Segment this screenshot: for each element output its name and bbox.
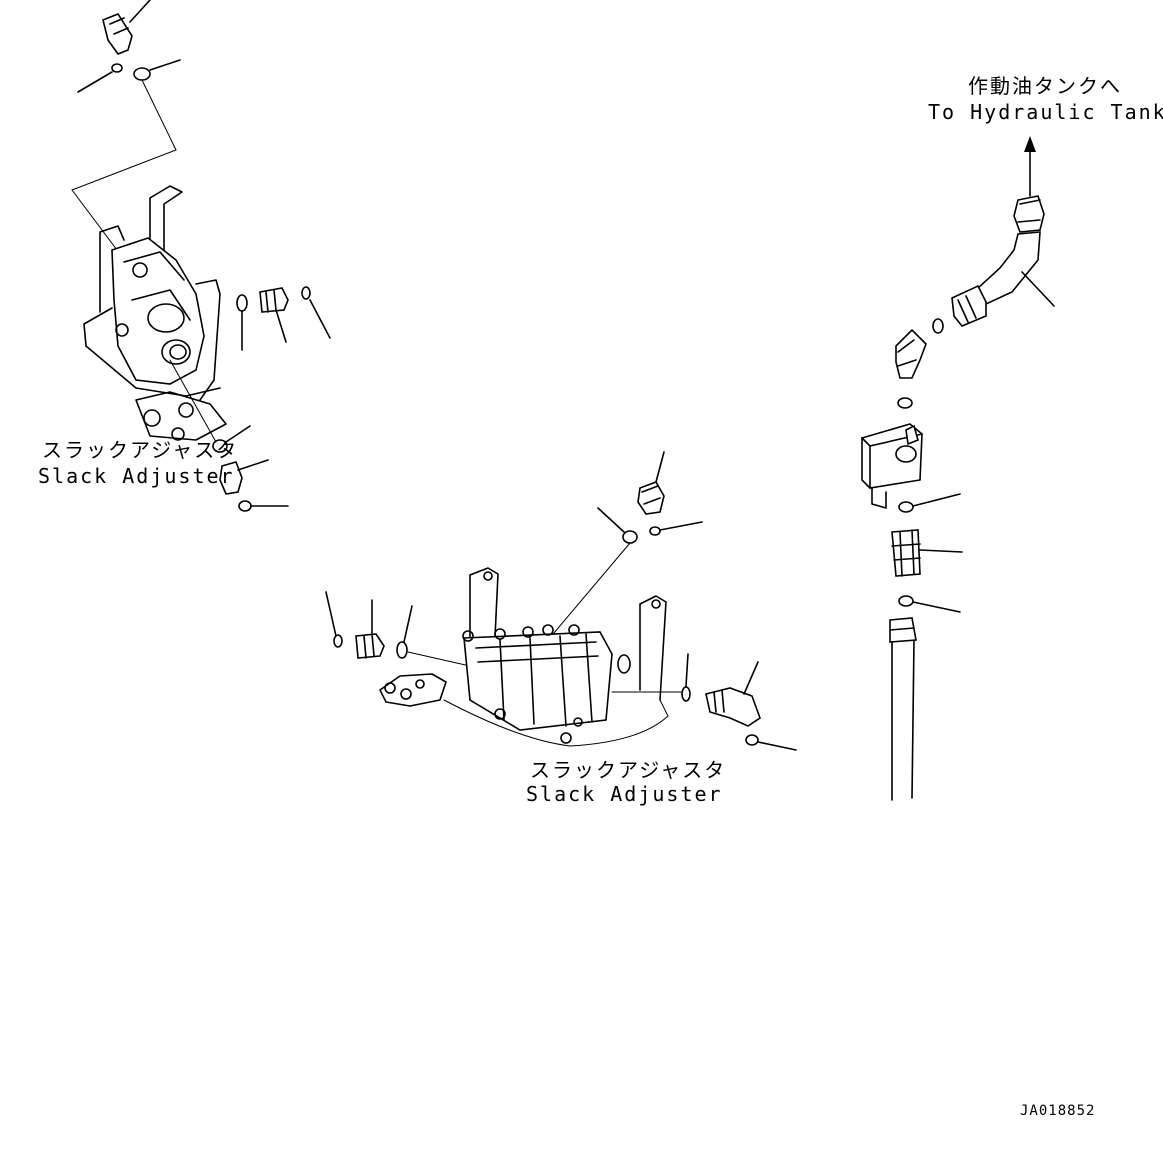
center-slack-adjuster-label-en: Slack Adjuster bbox=[526, 782, 723, 806]
right-nipple bbox=[891, 529, 963, 613]
center-slack-adjuster-label-jp: スラックアジャスタ bbox=[530, 758, 727, 782]
left-slack-adjuster bbox=[83, 185, 227, 443]
tank-arrow bbox=[1024, 136, 1036, 197]
return-hose-top bbox=[932, 195, 1055, 334]
left-top-plug bbox=[102, 0, 151, 55]
drawing-code: JA018852 bbox=[1020, 1103, 1096, 1119]
center-top-plug bbox=[547, 451, 703, 641]
right-block bbox=[861, 397, 961, 513]
left-side-fitting bbox=[236, 286, 331, 351]
left-top-orings bbox=[71, 59, 181, 263]
center-right-fittings bbox=[681, 653, 797, 751]
center-slack-adjuster bbox=[379, 567, 683, 747]
right-hose-bottom bbox=[889, 617, 917, 801]
tank-label-en: To Hydraulic Tank bbox=[928, 100, 1163, 124]
left-slack-adjuster-label-jp: スラックアジャスタ bbox=[42, 438, 239, 462]
right-elbow-fitting bbox=[895, 328, 927, 379]
tank-label-jp: 作動油タンクへ bbox=[968, 74, 1122, 98]
left-lower-fitting bbox=[212, 425, 289, 512]
left-slack-adjuster-label-en: Slack Adjuster bbox=[38, 464, 235, 488]
center-left-fittings bbox=[325, 591, 471, 667]
